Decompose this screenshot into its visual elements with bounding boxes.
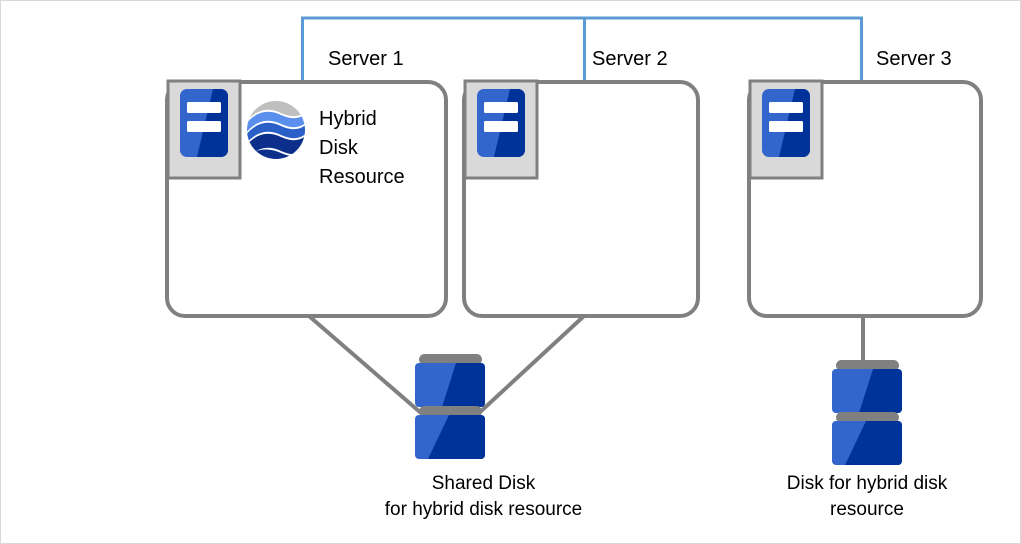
local-disk-caption: Disk for hybrid disk resource [786, 473, 948, 520]
server-label-2: Server 2 [592, 48, 668, 70]
hybrid-disk-resource-label: Hybrid Disk Resource [319, 108, 405, 188]
server-icon-2 [463, 79, 539, 180]
disk-stack-icon-shared [415, 354, 485, 459]
server-icon-3 [748, 79, 824, 180]
disk-stack-icon-local [832, 360, 902, 465]
server-label-1: Server 1 [328, 48, 404, 70]
network-bracket [301, 16, 863, 81]
server-icon-1 [166, 79, 242, 180]
storage-connectors [307, 314, 865, 415]
shared-disk-caption: Shared Disk for hybrid disk resource [384, 473, 583, 520]
server-label-3: Server 3 [876, 48, 952, 70]
